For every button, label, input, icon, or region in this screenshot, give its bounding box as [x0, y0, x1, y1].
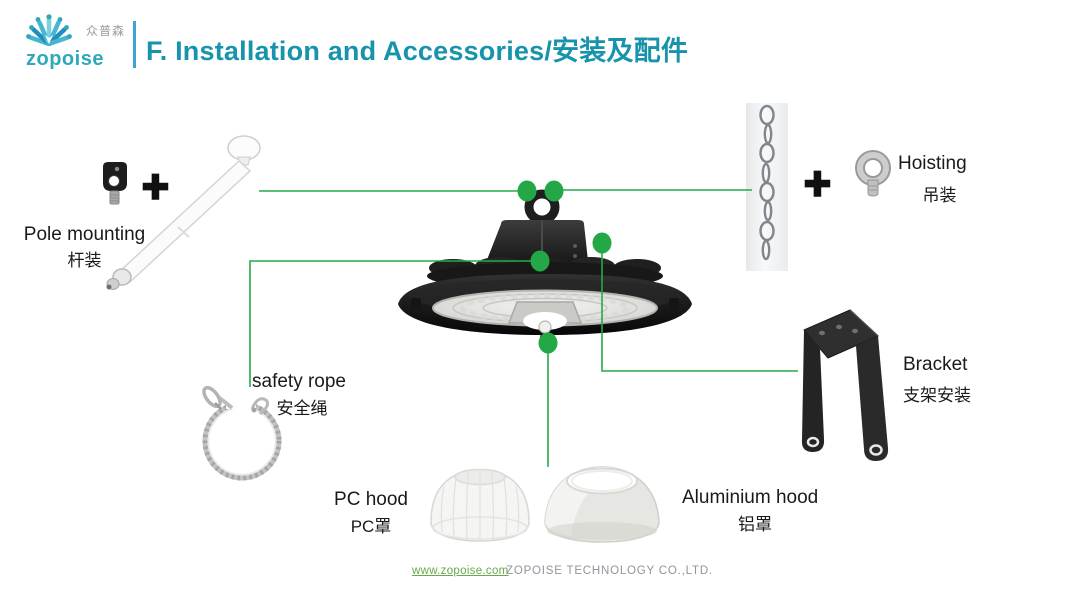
pc-hood-icon — [430, 468, 530, 542]
aluminium-hood-label-cn: 铝罩 — [738, 515, 772, 534]
logo-chinese-text: 众普森 — [86, 24, 126, 38]
bracket-label-en: Bracket — [903, 354, 968, 375]
page-title: F. Installation and Accessories/安装及配件 — [146, 36, 689, 66]
plus-icon: + — [803, 157, 832, 209]
hoisting-label-cn: 吊装 — [922, 186, 957, 205]
pc-hood-label-cn: PC罩 — [350, 517, 392, 536]
hoisting-label-en: Hoisting — [898, 153, 967, 174]
logo-burst-icon — [26, 14, 72, 46]
highbay-light-image — [398, 189, 692, 342]
pc-hood-label-en: PC hood — [334, 489, 408, 510]
header-divider — [133, 21, 136, 68]
footer-website-link[interactable]: www.zopoise.com — [412, 565, 509, 577]
aluminium-hood-icon — [544, 466, 660, 543]
pole-icon — [106, 135, 261, 290]
footer-company-name: ZOPOISE TECHNOLOGY CO.,LTD. — [506, 565, 713, 577]
safety-rope-label-cn: 安全绳 — [276, 399, 328, 418]
pole-adapter-icon — [103, 162, 127, 205]
bracket-label-cn: 支架安装 — [903, 386, 971, 405]
logo-wordmark: zopoise — [26, 48, 104, 70]
logo: 众普森 zopoise — [26, 12, 136, 70]
plus-icon: + — [141, 160, 170, 212]
eye-bolt-icon — [855, 150, 891, 197]
safety-rope-label-en: safety rope — [252, 371, 346, 392]
bracket-icon — [801, 309, 889, 461]
aluminium-hood-label-en: Aluminium hood — [682, 487, 819, 508]
chain-icon — [746, 103, 788, 271]
safety-rope-icon — [202, 385, 282, 481]
pole-mounting-label-cn: 杆装 — [67, 251, 102, 270]
pole-mounting-label-en: Pole mounting — [23, 224, 146, 245]
